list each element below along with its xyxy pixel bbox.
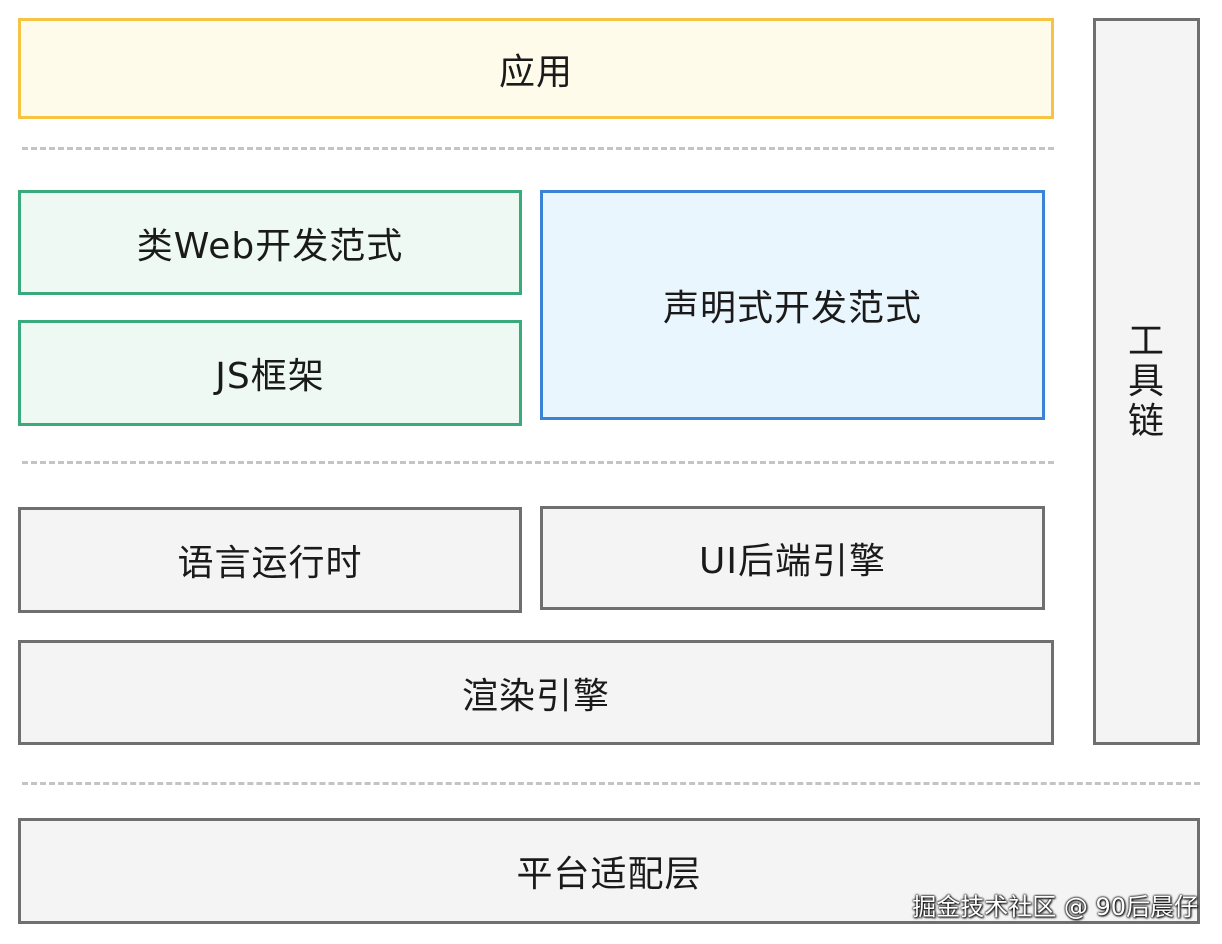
- app-layer-label: 应用: [498, 51, 573, 93]
- platform-adaptation-box: 平台适配层: [18, 818, 1200, 924]
- js-framework-box: JS框架: [18, 320, 522, 426]
- toolchain-box: 工 具 链: [1093, 18, 1200, 745]
- ui-backend-engine-label: UI后端引擎: [699, 541, 886, 582]
- declarative-paradigm-box: 声明式开发范式: [540, 190, 1045, 420]
- platform-adaptation-label: 平台适配层: [516, 854, 702, 895]
- render-engine-label: 渲染引擎: [461, 675, 610, 717]
- toolchain-char-1: 工: [1127, 320, 1165, 362]
- toolchain-char-3: 链: [1127, 400, 1165, 442]
- watermark-text: 掘金技术社区 @ 90后晨仔: [912, 893, 1198, 921]
- app-layer-box: 应用: [18, 18, 1054, 119]
- render-engine-box: 渲染引擎: [18, 640, 1054, 745]
- web-paradigm-box: 类Web开发范式: [18, 190, 522, 295]
- web-paradigm-label: 类Web开发范式: [136, 225, 404, 267]
- declarative-paradigm-label: 声明式开发范式: [662, 288, 922, 329]
- language-runtime-box: 语言运行时: [18, 507, 522, 613]
- divider-dashed-2: [22, 461, 1054, 464]
- divider-dashed-1: [22, 147, 1054, 150]
- ui-backend-engine-box: UI后端引擎: [540, 506, 1045, 610]
- js-framework-label: JS框架: [215, 356, 325, 397]
- divider-dashed-3: [22, 782, 1200, 785]
- toolchain-char-2: 具: [1127, 360, 1165, 402]
- language-runtime-label: 语言运行时: [177, 543, 363, 584]
